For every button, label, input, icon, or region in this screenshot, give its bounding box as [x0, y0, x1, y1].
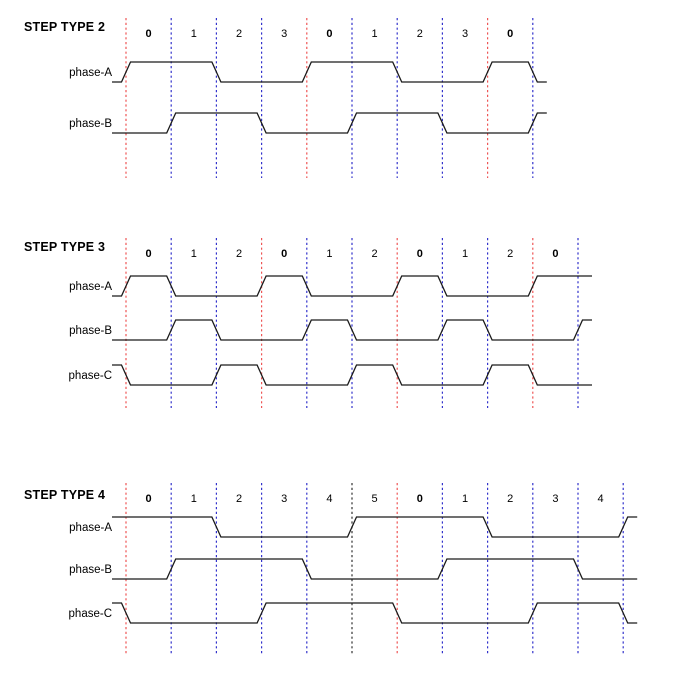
step-number-label: 1	[461, 493, 469, 505]
waveform-phase-A	[112, 516, 638, 538]
step-number-label: 3	[281, 493, 288, 505]
step-number-label: 3	[552, 493, 559, 505]
step-number-label: 0	[507, 28, 514, 40]
step-number-label: 2	[235, 493, 243, 505]
diagram-title-step-type-3: STEP TYPE 3	[24, 240, 106, 254]
step-number-label: 1	[190, 28, 197, 40]
step-number-label: 2	[235, 248, 243, 260]
step-number-label: 0	[552, 248, 559, 260]
step-number-label: 1	[371, 28, 378, 40]
step-number-label: 1	[190, 493, 197, 505]
phase-label-phase-B: phase-B	[69, 564, 112, 576]
diagram-title-step-type-4: STEP TYPE 4	[24, 488, 106, 502]
phase-label-phase-C: phase-C	[68, 608, 112, 620]
waveform-phase-B	[112, 319, 592, 341]
step-number-label: 1	[461, 248, 469, 260]
waveform-phase-B	[112, 112, 547, 134]
step-number-label: 3	[461, 28, 469, 40]
waveform-phase-C	[112, 364, 592, 386]
step-number-label: 0	[145, 28, 152, 40]
step-number-label: 1	[326, 248, 333, 260]
phase-label-phase-A: phase-A	[69, 67, 112, 79]
waveform-phase-A	[112, 275, 592, 297]
phase-label-phase-C: phase-C	[68, 370, 112, 382]
step-number-label: 5	[371, 493, 378, 505]
step-number-label: 0	[281, 248, 288, 260]
step-number-label: 0	[416, 493, 423, 505]
step-number-label: 2	[235, 28, 243, 40]
phase-label-phase-B: phase-B	[69, 325, 112, 337]
step-number-label: 4	[326, 493, 333, 505]
waveform-phase-B	[112, 558, 638, 580]
step-number-label: 2	[507, 493, 514, 505]
step-number-label: 1	[190, 248, 197, 260]
step-number-label: 3	[281, 28, 288, 40]
phase-label-phase-A: phase-A	[69, 522, 112, 534]
step-number-label: 0	[145, 493, 152, 505]
step-number-label: 0	[416, 248, 423, 260]
step-number-label: 2	[416, 28, 423, 40]
waveform-phase-A	[112, 61, 547, 83]
step-number-label: 0	[326, 28, 333, 40]
step-number-label: 2	[507, 248, 514, 260]
diagram-title-step-type-2: STEP TYPE 2	[24, 20, 106, 34]
step-number-label: 4	[597, 493, 604, 505]
phase-label-phase-B: phase-B	[69, 118, 112, 130]
phase-label-phase-A: phase-A	[69, 281, 112, 293]
step-number-label: 0	[145, 248, 152, 260]
step-number-label: 2	[371, 248, 378, 260]
waveform-phase-C	[112, 602, 638, 624]
